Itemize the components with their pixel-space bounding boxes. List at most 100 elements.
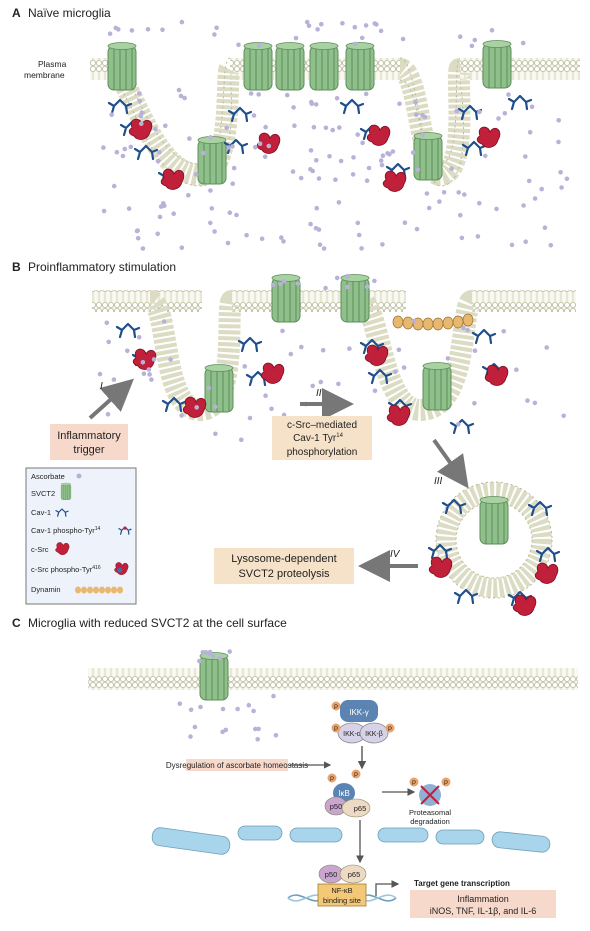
cav1-phospho-icon — [118, 526, 132, 535]
panel-c-membrane — [88, 668, 578, 690]
ascorbate-molecule — [360, 140, 365, 146]
ascorbate-molecule — [483, 153, 488, 159]
csrc-line3: phosphorylation — [287, 447, 358, 458]
ascorbate-molecule — [257, 141, 263, 146]
inflammation-list: iNOS, TNF, IL-1β, and IL-6 — [430, 906, 537, 916]
ascorbate-molecule — [457, 34, 463, 39]
site-line2: binding site — [323, 896, 361, 905]
ascorbate-molecule — [558, 170, 563, 175]
svg-text:c-Src phospho-Tyr416: c-Src phospho-Tyr416 — [31, 565, 101, 574]
ascorbate-molecule — [200, 650, 206, 655]
svct2-icon — [345, 42, 375, 91]
ascorbate-molecule — [293, 35, 299, 41]
ascorbate-molecule — [253, 726, 258, 732]
dysregulation-box — [186, 759, 288, 771]
ascorbate-molecule — [139, 110, 145, 115]
ascorbate-molecule — [253, 144, 258, 150]
ascorbate-molecule — [263, 124, 268, 130]
ascorbate-molecule — [147, 372, 152, 377]
ascorbate-molecule — [378, 158, 384, 163]
svg-text:Cav-1 phospho-Tyr14: Cav-1 phospho-Tyr14 — [31, 526, 101, 535]
ascorbate-molecule — [151, 357, 157, 362]
csrc-icon — [382, 170, 407, 192]
lyso-line1: Lysosome-dependent — [231, 553, 336, 565]
p50-nuclear-label: p50 — [325, 870, 338, 879]
ascorbate-molecule — [137, 91, 142, 96]
ascorbate-molecule — [244, 232, 249, 238]
ascorbate-molecule — [291, 105, 296, 110]
ascorbate-molecule — [532, 400, 538, 406]
ascorbate-molecule — [171, 211, 176, 216]
legend-csrc-phospho-sup: 416 — [92, 565, 101, 571]
ascorbate-molecule — [413, 112, 419, 117]
ascorbate-molecule — [523, 239, 528, 244]
ascorbate-molecule — [352, 41, 358, 47]
ascorbate-molecule — [556, 139, 561, 145]
ascorbate-molecule — [208, 188, 213, 193]
ascorbate-molecule — [271, 693, 276, 699]
ascorbate-molecule — [489, 28, 495, 33]
ascorbate-molecule — [160, 27, 165, 33]
ascorbate-molecule — [246, 702, 252, 708]
endocytic-vesicle — [427, 481, 561, 616]
ascorbate-molecule — [277, 281, 283, 287]
ascorbate-molecule — [208, 220, 213, 226]
ascorbate-molecule — [414, 226, 420, 232]
trigger-line2: trigger — [73, 444, 105, 456]
csrc-icon — [428, 556, 453, 578]
ascorbate-molecule — [397, 101, 402, 107]
p-label: P — [354, 773, 358, 779]
ascorbate-molecule — [477, 200, 482, 206]
ascorbate-molecule — [393, 369, 398, 375]
ascorbate-molecule — [311, 124, 317, 130]
ascorbate-molecule — [544, 345, 549, 350]
ascorbate-molecule — [334, 275, 340, 281]
ascorbate-molecule — [212, 404, 218, 410]
legend-dynamin: Dynamin — [31, 585, 61, 594]
ascorbate-molecule — [247, 415, 253, 421]
ascorbate-molecule — [179, 413, 184, 418]
ikk-beta-label: IKK-β — [365, 731, 383, 738]
ascorbate-molecule — [192, 724, 198, 730]
ascorbate-molecule — [188, 734, 193, 739]
ascorbate-molecule — [529, 104, 535, 110]
ascorbate-molecule — [255, 737, 260, 742]
ikk-gamma-label: IKK-γ — [349, 708, 369, 717]
ascorbate-molecule — [336, 200, 342, 205]
membrane-label-line1: Plasma — [38, 59, 67, 69]
ascorbate-molecule — [178, 93, 184, 99]
p-label: P — [444, 781, 448, 787]
ascorbate-molecule — [372, 21, 378, 26]
ascorbate-molecule — [155, 231, 160, 237]
ascorbate-molecule — [263, 393, 268, 399]
svct2-legend-icon — [60, 482, 72, 500]
panel-c-ascorbate-molecules — [177, 649, 279, 742]
ascorbate-molecule — [402, 220, 408, 225]
ascorbate-molecule — [120, 153, 126, 159]
ascorbate-molecule — [333, 177, 338, 182]
ascorbate-molecule — [220, 729, 225, 735]
ascorbate-molecule — [210, 653, 216, 659]
ascorbate-molecule — [292, 123, 297, 128]
svg-text:Cav-1 Tyr14: Cav-1 Tyr14 — [293, 433, 344, 444]
ascorbate-molecule — [129, 28, 135, 33]
ascorbate-molecule — [559, 185, 564, 190]
ascorbate-molecule — [136, 335, 142, 340]
ascorbate-molecule — [396, 347, 402, 353]
ascorbate-molecule — [314, 205, 320, 211]
ascorbate-molecule — [208, 135, 213, 140]
p-label: P — [388, 727, 392, 733]
ascorbate-molecule — [313, 102, 319, 107]
panel-b-title: Proinflammatory stimulation — [28, 260, 176, 274]
ascorbate-molecule — [105, 412, 111, 417]
degraded-ikb-icon: P P — [409, 777, 451, 806]
csrc-icon — [366, 124, 391, 146]
p-label: P — [330, 777, 334, 783]
ascorbate-molecule — [454, 108, 460, 114]
ascorbate-molecule — [316, 176, 322, 181]
ascorbate-molecule — [128, 144, 134, 150]
ascorbate-molecule — [107, 31, 113, 36]
ascorbate-molecule — [351, 155, 356, 160]
csrc-phosphorylation-box — [272, 416, 372, 460]
